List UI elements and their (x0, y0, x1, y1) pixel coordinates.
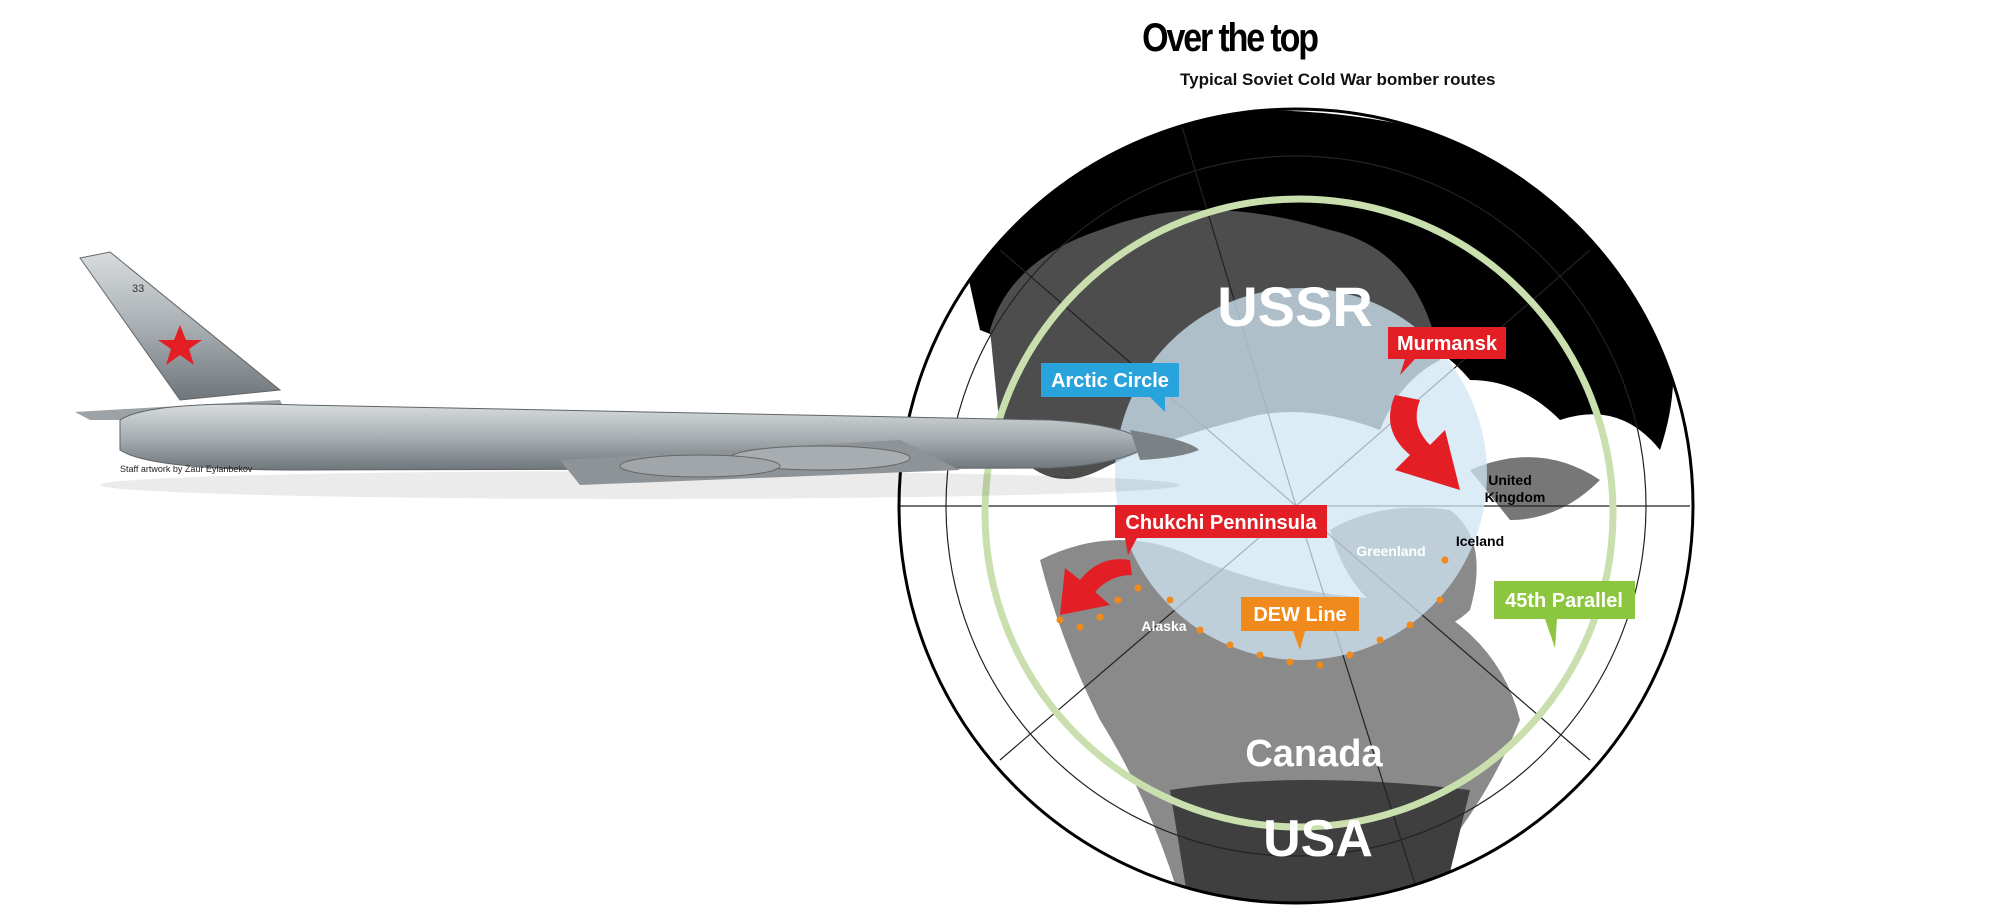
45th-parallel-ring (981, 195, 1617, 831)
svg-text:45th Parallel: 45th Parallel (1505, 590, 1623, 612)
callout-arctic-circle: Arctic Circle (1041, 363, 1179, 412)
dew-line-dots (1056, 556, 1449, 669)
svg-text:Murmansk: Murmansk (1397, 333, 1498, 355)
nose (1130, 430, 1199, 460)
svg-text:Chukchi Penninsula: Chukchi Penninsula (1125, 512, 1317, 534)
label-uk-line1: United (1488, 472, 1532, 488)
label-greenland: Greenland (1356, 543, 1425, 559)
label-uk-line2: Kingdom (1485, 489, 1546, 505)
label-ussr: USSR (1217, 275, 1373, 338)
callout-chukchi-peninsula: Chukchi Penninsula (1115, 505, 1327, 555)
label-usa: USA (1263, 810, 1373, 868)
murmansk-route-arrow (1390, 395, 1460, 490)
label-alaska: Alaska (1141, 618, 1186, 634)
polar-map (899, 109, 1693, 903)
callout-45th-parallel: 45th Parallel (1494, 581, 1635, 648)
chukchi-route-arrow (1060, 559, 1132, 615)
label-iceland: Iceland (1456, 533, 1504, 549)
callout-dew-line: DEW Line (1241, 597, 1359, 650)
arctic-circle-area (1115, 288, 1487, 660)
globe-outline (897, 107, 1695, 905)
page-title: Over the top (1142, 16, 1319, 60)
svg-text:Arctic Circle: Arctic Circle (1051, 370, 1169, 392)
tail-number: 33 (132, 283, 144, 295)
engine-nacelle (619, 454, 781, 478)
svg-text:DEW Line: DEW Line (1253, 604, 1346, 626)
artwork-credit: Staff artwork by Zaur Eylanbekov (120, 464, 253, 474)
subtitle: Typical Soviet Cold War bomber routes (1180, 70, 1496, 89)
europe-landmass (1470, 457, 1600, 520)
label-canada: Canada (1245, 733, 1383, 775)
tu-95-bomber-illustration: 33 (75, 251, 1199, 499)
red-star-icon (158, 325, 202, 365)
callout-murmansk: Murmansk (1388, 327, 1506, 375)
